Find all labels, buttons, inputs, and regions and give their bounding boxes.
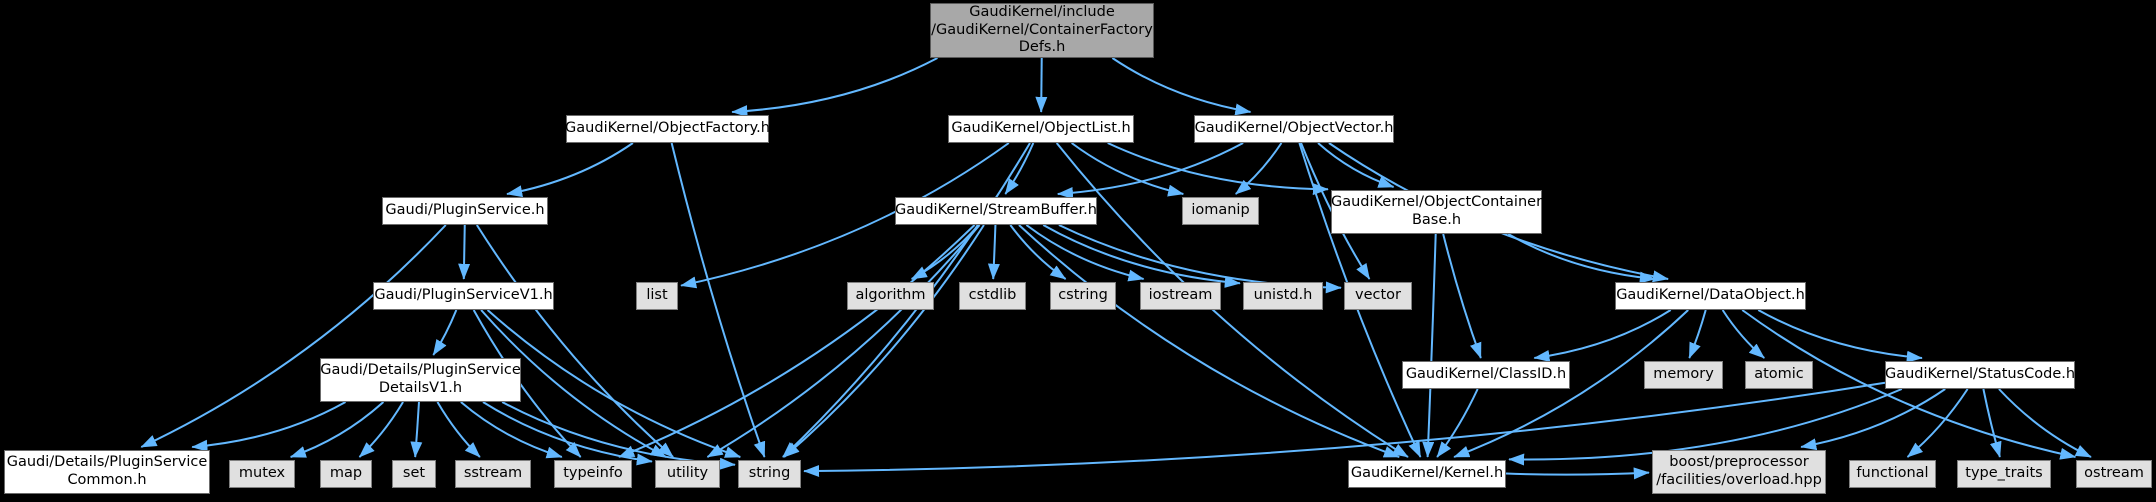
graph-node-root[interactable]: GaudiKernel/include /GaudiKernel/Contain… — [930, 3, 1154, 58]
graph-edge-objfactory-to-string — [670, 142, 766, 458]
graph-edge-streambuf-to-utility — [706, 224, 981, 458]
graph-node-iostream[interactable]: iostream — [1140, 282, 1221, 310]
graph-node-iomanip[interactable]: iomanip — [1182, 197, 1259, 225]
graph-node-set[interactable]: set — [392, 460, 436, 488]
graph-edge-objvector-to-objcontbase — [1317, 142, 1395, 188]
graph-edge-streambuf-to-unistd — [1042, 224, 1241, 288]
graph-node-boostoverload[interactable]: boost/preprocessor /facilities/overload.… — [1652, 450, 1826, 494]
graph-edge-objvector-to-iomanip — [1235, 142, 1283, 195]
graph-node-algorithm[interactable]: algorithm — [847, 282, 934, 310]
graph-edge-pluginsvcdet-to-typeinfo — [460, 401, 563, 459]
graph-node-objlist[interactable]: GaudiKernel/ObjectList.h — [948, 115, 1134, 143]
graph-node-pluginsvcv1[interactable]: Gaudi/PluginServiceV1.h — [373, 282, 554, 310]
graph-node-kernel[interactable]: GaudiKernel/Kernel.h — [1348, 460, 1506, 488]
graph-node-ostream[interactable]: ostream — [2076, 460, 2152, 488]
graph-edge-statuscode-to-ostream — [1998, 388, 2092, 458]
graph-node-vector[interactable]: vector — [1344, 282, 1412, 310]
graph-node-utility[interactable]: utility — [655, 460, 720, 488]
graph-node-map[interactable]: map — [320, 460, 372, 488]
graph-edge-dataobject-to-memory — [1688, 309, 1707, 359]
graph-edge-objlist-to-objcontbase — [1107, 142, 1329, 196]
graph-edge-statuscode-to-string — [803, 381, 1886, 478]
graph-edge-objlist-to-streambuf — [1004, 142, 1035, 195]
graph-edge-dataobject-to-classid — [1533, 309, 1672, 362]
graph-edge-objvector-to-streambuf — [1056, 142, 1244, 199]
graph-edge-classid-to-kernel — [1436, 388, 1479, 458]
graph-edge-root-to-objvector — [1111, 57, 1252, 116]
graph-node-statuscode[interactable]: GaudiKernel/StatusCode.h — [1885, 361, 2075, 389]
graph-node-list[interactable]: list — [636, 282, 678, 310]
graph-edge-pluginsvc-to-plugincommon — [140, 224, 447, 448]
graph-edge-streambuf-to-cstring — [1009, 224, 1067, 280]
graph-edge-objcontbase-to-classid — [1442, 233, 1482, 359]
graph-node-sstream[interactable]: sstream — [455, 460, 531, 488]
graph-edge-statuscode-to-typetraits — [1982, 388, 2002, 458]
graph-edge-pluginsvc-to-pluginsvcv1 — [458, 224, 471, 280]
graph-node-streambuf[interactable]: GaudiKernel/StreamBuffer.h — [895, 197, 1097, 225]
graph-edge-pluginsvcdet-to-sstream — [436, 401, 481, 458]
graph-edge-dataobject-to-atomic — [1721, 309, 1765, 359]
graph-edge-root-to-objfactory — [731, 57, 938, 118]
graph-edge-pluginsvcv1-to-utility — [480, 309, 667, 458]
graph-edge-objlist-to-string — [782, 142, 1031, 458]
graph-edge-pluginsvcdet-to-plugincommon — [191, 401, 347, 452]
graph-node-objvector[interactable]: GaudiKernel/ObjectVector.h — [1194, 115, 1394, 143]
graph-edge-statuscode-to-boostoverload — [1800, 388, 1946, 451]
graph-node-atomic[interactable]: atomic — [1745, 361, 1813, 389]
graph-edge-pluginsvcdet-to-map — [358, 401, 404, 458]
graph-node-objcontbase[interactable]: GaudiKernel/ObjectContainer Base.h — [1331, 190, 1542, 234]
graph-node-mutex[interactable]: mutex — [229, 460, 295, 488]
graph-edge-pluginsvcv1-to-pluginsvcdet — [432, 309, 458, 356]
graph-node-string[interactable]: string — [738, 460, 801, 488]
graph-edge-streambuf-to-iostream — [1025, 224, 1145, 282]
graph-node-objfactory[interactable]: GaudiKernel/ObjectFactory.h — [565, 115, 770, 143]
graph-node-cstdlib[interactable]: cstdlib — [959, 282, 1026, 310]
graph-edge-objcontbase-to-kernel — [1422, 233, 1437, 458]
graph-edge-streambuf-to-kernel — [1018, 224, 1400, 458]
graph-node-pluginsvc[interactable]: Gaudi/PluginService.h — [382, 197, 548, 225]
graph-node-classid[interactable]: GaudiKernel/ClassID.h — [1402, 361, 1570, 389]
graph-edge-dataobject-to-ostream — [1741, 309, 2077, 460]
graph-node-pluginsvcdet[interactable]: Gaudi/Details/PluginService DetailsV1.h — [320, 358, 521, 402]
graph-edge-pluginsvcdet-to-set — [410, 401, 423, 458]
graph-edge-pluginsvc-to-utility — [475, 224, 674, 458]
graph-edge-dataobject-to-kernel — [1453, 309, 1689, 458]
graph-edge-objlist-to-kernel — [1055, 142, 1409, 458]
graph-edge-pluginsvcdet-to-utility — [482, 401, 653, 466]
graph-node-functional[interactable]: functional — [1849, 460, 1936, 488]
graph-edge-dataobject-to-statuscode — [1757, 309, 1923, 363]
graph-node-cstring[interactable]: cstring — [1050, 282, 1116, 310]
graph-edge-pluginsvcv1-to-string — [486, 309, 742, 458]
graph-node-plugincommon[interactable]: Gaudi/Details/PluginService Common.h — [4, 450, 210, 494]
graph-edge-statuscode-to-kernel — [1508, 388, 1903, 466]
graph-edge-objlist-to-list — [680, 142, 1010, 289]
graph-edge-statuscode-to-functional — [1906, 388, 1969, 458]
graph-edge-objlist-to-iomanip — [1071, 142, 1185, 197]
graph-node-typeinfo[interactable]: typeinfo — [554, 460, 632, 488]
graph-node-memory[interactable]: memory — [1644, 361, 1723, 389]
graph-edge-root-to-objlist — [1035, 57, 1048, 113]
graph-edge-streambuf-to-typeinfo — [618, 224, 976, 458]
graph-node-typetraits[interactable]: type_traits — [1957, 460, 2051, 488]
graph-edge-streambuf-to-cstdlib — [987, 224, 1000, 280]
graph-edge-pluginsvcdet-to-mutex — [289, 401, 385, 458]
graph-edge-kernel-to-boostoverload — [1505, 467, 1650, 480]
graph-node-unistd[interactable]: unistd.h — [1243, 282, 1323, 310]
graph-edge-objfactory-to-pluginsvc — [506, 142, 634, 198]
graph-node-dataobject[interactable]: GaudiKernel/DataObject.h — [1615, 282, 1806, 310]
graph-edge-streambuf-to-string — [783, 224, 985, 458]
